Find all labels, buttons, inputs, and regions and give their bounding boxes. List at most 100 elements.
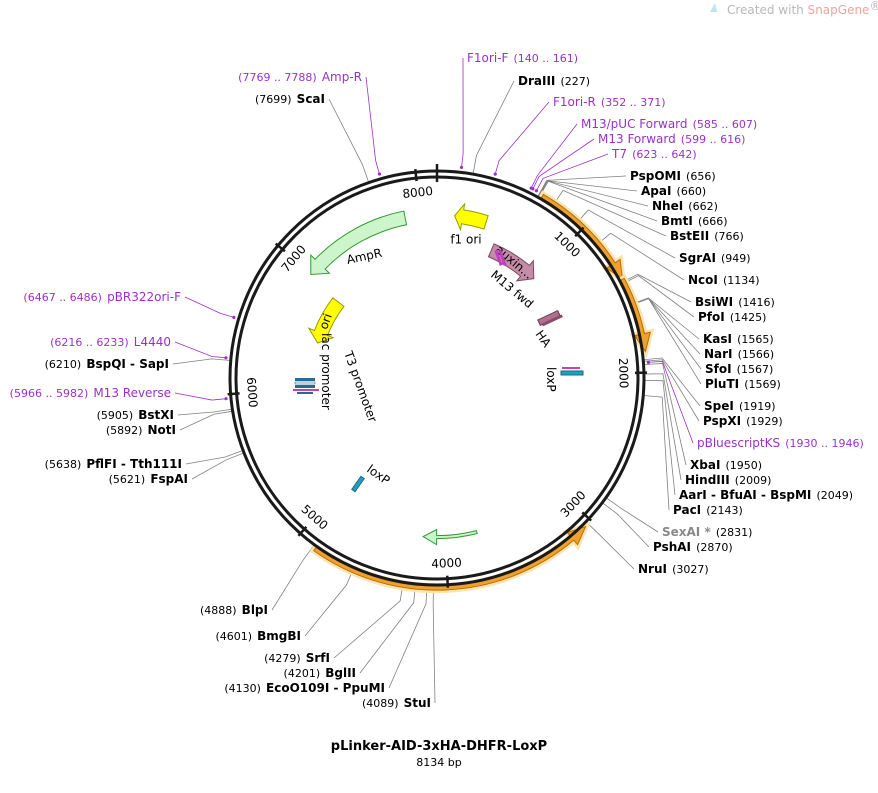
site-position: (1569)	[744, 378, 781, 391]
primer-label: (6467 .. 6486) pBR322ori-F	[23, 286, 181, 305]
enzyme-label: BsiWI (1416)	[695, 291, 775, 310]
enzyme-label: (4089) StuI	[362, 692, 431, 711]
watermark-brand: SnapGene	[808, 3, 870, 17]
tick-mark	[274, 242, 286, 253]
enzyme-label: SexAI * (2831)	[662, 521, 752, 540]
plasmid-name: pLinker-AID-3xHA-DHFR-LoxP	[331, 739, 547, 754]
site-leader	[174, 341, 227, 359]
site-leader	[365, 76, 380, 175]
primer-label: (7769 .. 7788) Amp-R	[238, 66, 362, 85]
enzyme-label: (4601) BmgBI	[215, 625, 301, 644]
enzyme-label: PshAI (2870)	[653, 536, 733, 555]
enzyme-label: KasI (1565)	[703, 328, 774, 347]
site-leader	[585, 521, 635, 570]
site-position: (5905)	[97, 409, 134, 422]
site-leader	[333, 582, 404, 659]
site-name: NheI	[652, 199, 683, 213]
site-position: (4601)	[215, 630, 252, 643]
site-position: (5621)	[109, 473, 146, 486]
site-name: M13/pUC Forward	[581, 117, 688, 131]
site-position: (227)	[560, 75, 590, 88]
enzyme-label: PspXI (1929)	[703, 410, 783, 429]
site-position: (4130)	[224, 682, 261, 695]
site-leader	[388, 584, 428, 689]
site-position: (623 .. 642)	[632, 148, 697, 161]
svg-text:Created with SnapGene®: Created with SnapGene®	[727, 0, 878, 17]
site-leader	[328, 98, 370, 183]
enzyme-label: (4279) SrfI	[264, 647, 330, 666]
enzyme-label: SgrAI (949)	[679, 247, 751, 266]
site-name: HindIII	[685, 473, 730, 487]
tick-mark	[581, 511, 592, 522]
site-leader	[537, 175, 627, 198]
site-position: (662)	[688, 200, 718, 213]
enzyme-label: SfoI (1567)	[705, 358, 773, 377]
site-position: (1929)	[746, 415, 783, 428]
enzyme-label: XbaI (1950)	[690, 454, 762, 473]
tick-mark	[414, 168, 418, 182]
site-name: SgrAI	[679, 251, 716, 265]
tick-mark	[297, 525, 308, 537]
site-name: BmtI	[661, 214, 693, 228]
site-position: (949)	[721, 252, 751, 265]
enzyme-label: ApaI (660)	[641, 180, 706, 199]
enzyme-label: (5638) PflFI - Tth111I	[45, 453, 182, 472]
enzyme-label: (5621) FspAI	[109, 468, 188, 487]
primer-mark	[232, 315, 236, 319]
enzyme-label: (4888) BlpI	[200, 599, 268, 618]
enzyme-label: PfoI (1425)	[698, 306, 766, 325]
feature-arrow	[310, 210, 408, 276]
site-leader	[643, 395, 670, 511]
site-leader	[271, 544, 315, 611]
site-position: (4201)	[284, 667, 321, 680]
enzyme-label: SpeI (1919)	[704, 395, 776, 414]
site-name: StuI	[404, 696, 431, 710]
primer-mark	[377, 172, 382, 176]
enzyme-label: AarI - BfuAI - BspMI (2049)	[679, 484, 853, 503]
tick-label: 6000	[244, 377, 260, 409]
site-position: (666)	[698, 215, 728, 228]
site-name: PshAI	[653, 540, 691, 554]
site-position: (5638)	[45, 458, 82, 471]
site-position: (4279)	[264, 652, 301, 665]
enzyme-label: NruI (3027)	[638, 558, 709, 577]
site-name: BspQI - SapI	[86, 357, 169, 371]
enzyme-label: PspOMI (656)	[630, 165, 716, 184]
site-position: (140 .. 161)	[513, 52, 578, 65]
site-position: (1565)	[737, 333, 774, 346]
site-leader	[179, 410, 233, 431]
inner-features: HA loxP loxP lac promoter T3 promoter M1…	[293, 249, 584, 493]
primer-mark	[493, 172, 497, 176]
site-position: (1566)	[738, 348, 775, 361]
primer-label: F1ori-F (140 .. 161)	[467, 47, 578, 66]
feature-arrow	[422, 528, 478, 546]
site-name: BstEII	[670, 229, 709, 243]
tick-mark	[227, 392, 240, 396]
feature-arrow	[307, 297, 345, 344]
feature-arrow	[454, 202, 489, 232]
tick-mark	[445, 575, 450, 588]
site-leader	[648, 360, 694, 444]
enzyme-label: (4201) BglII	[284, 662, 356, 681]
site-position: (1930 .. 1946)	[785, 437, 864, 450]
site-position: (599 .. 616)	[681, 133, 746, 146]
primer-label: pBluescriptKS (1930 .. 1946)	[697, 432, 864, 451]
site-name: F1ori-R	[553, 95, 596, 109]
feature-label: AmpR	[345, 246, 383, 267]
site-name: SrfI	[306, 651, 330, 665]
primer-label: F1ori-R (352 .. 371)	[553, 91, 665, 110]
enzyme-label: HindIII (2009)	[685, 469, 771, 488]
site-position: (4888)	[200, 604, 237, 617]
site-leader	[432, 584, 436, 704]
site-name: T7	[611, 147, 627, 161]
enzyme-label: PluTI (1569)	[705, 373, 781, 392]
enzyme-label: DraIII (227)	[518, 70, 590, 89]
site-position: (1134)	[723, 274, 760, 287]
site-name: NcoI	[688, 273, 718, 287]
site-name: KasI	[703, 332, 732, 346]
loxp-right-label: loxP	[544, 367, 558, 392]
site-position: (7769 .. 7788)	[238, 71, 317, 84]
primer-mark	[534, 189, 539, 193]
snapgene-watermark: Created with SnapGene®	[710, 0, 878, 17]
